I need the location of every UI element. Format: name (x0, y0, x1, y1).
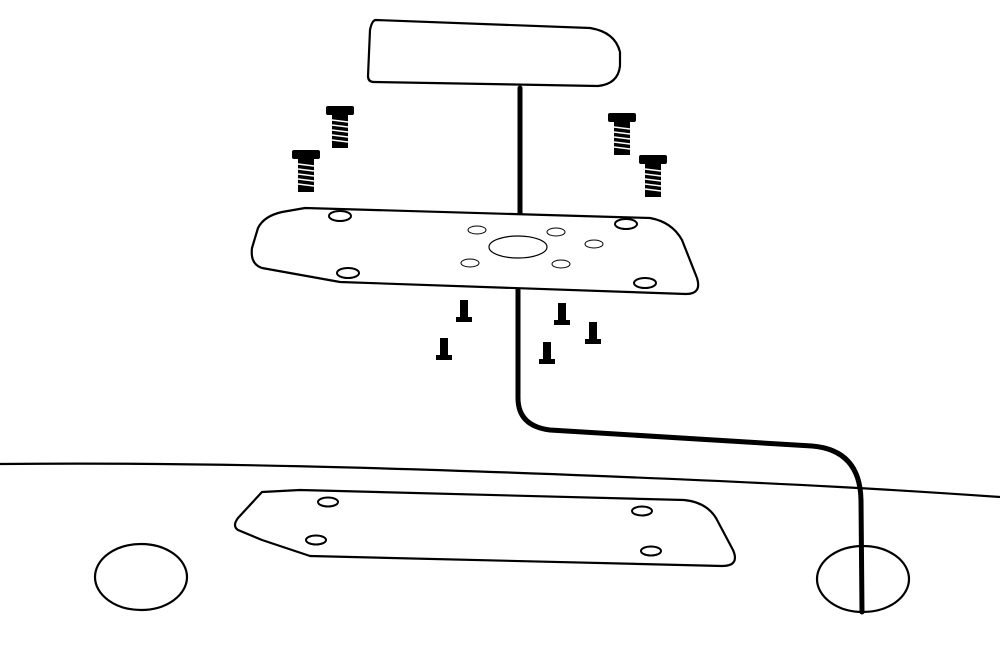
plate-corner-hole (614, 218, 638, 230)
plate-screw-hole (546, 227, 566, 237)
sensor-head (366, 18, 622, 88)
recess-hole (317, 496, 339, 508)
plate-corner-hole (336, 267, 360, 279)
large-bolt (291, 149, 321, 193)
recess-hole (631, 505, 653, 517)
mounting-plate (250, 206, 700, 296)
small-screw (539, 342, 555, 364)
plate-screw-hole (460, 258, 480, 268)
plate-screw-hole (584, 239, 604, 249)
base-surface-edge (0, 462, 1000, 499)
small-screw (585, 322, 601, 344)
plate-center-hole (488, 235, 548, 259)
large-bolt (607, 112, 637, 156)
recess-hole (305, 534, 327, 546)
large-bolt (638, 154, 668, 198)
plate-corner-hole (328, 210, 352, 222)
plate-corner-hole (633, 277, 657, 289)
plate-screw-hole (467, 225, 487, 235)
recessed-plate-outline (233, 488, 737, 568)
large-bolt (325, 105, 355, 149)
plate-screw-hole (551, 259, 571, 269)
small-screw (456, 300, 472, 322)
small-screw (554, 303, 570, 325)
recess-hole (640, 545, 662, 557)
left-hole (93, 542, 189, 612)
small-screw (436, 338, 452, 360)
